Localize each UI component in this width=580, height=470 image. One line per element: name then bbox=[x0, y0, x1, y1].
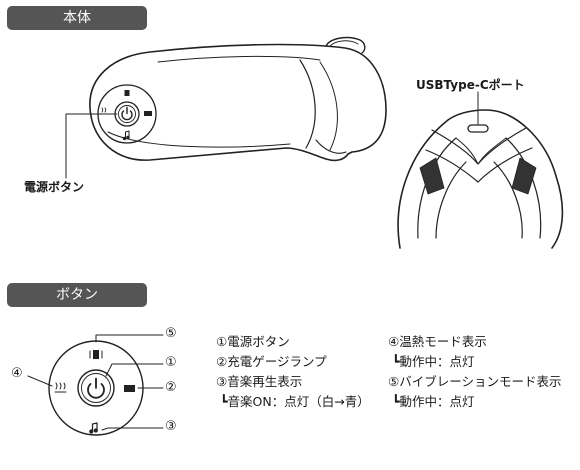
vibration-icon bbox=[124, 90, 130, 96]
section-header-main-body: 本体 bbox=[7, 6, 147, 30]
battery-gauge-icon bbox=[144, 111, 152, 116]
legend-item-power: ①電源ボタン bbox=[216, 334, 290, 349]
callout-3: ③ bbox=[165, 419, 177, 434]
device-front-view bbox=[397, 109, 564, 249]
heat-icon bbox=[54, 382, 67, 393]
callout-5: ⑤ bbox=[165, 326, 177, 341]
legend-item-heat: ④温熱モード表示 bbox=[388, 334, 487, 349]
legend-item-vibration-detail: ┗動作中：点灯 bbox=[392, 394, 475, 409]
device-side-view bbox=[89, 36, 387, 162]
music-note-icon bbox=[122, 130, 130, 141]
music-note-icon bbox=[89, 422, 98, 434]
legend-item-music-detail: ┗音楽ON：点灯（白→青） bbox=[220, 394, 370, 409]
power-button-label: 電源ボタン bbox=[24, 180, 85, 194]
legend-item-vibration: ⑤バイブレーションモード表示 bbox=[388, 374, 562, 389]
battery-gauge-icon bbox=[124, 385, 135, 392]
section-header-buttons: ボタン bbox=[7, 283, 147, 307]
legend-item-charge-gauge: ②充電ゲージランプ bbox=[216, 354, 327, 369]
power-icon bbox=[87, 377, 105, 399]
legend-item-heat-detail: ┗動作中：点灯 bbox=[392, 354, 475, 369]
heat-icon bbox=[100, 107, 107, 115]
legend-item-music: ③音楽再生表示 bbox=[216, 374, 303, 389]
callout-4: ④ bbox=[11, 366, 23, 381]
callout-2: ② bbox=[165, 380, 177, 395]
callout-1: ① bbox=[165, 355, 177, 370]
usb-c-port-icon bbox=[467, 124, 489, 133]
usb-port-label: USBType-Cポート bbox=[416, 78, 525, 92]
vibration-icon bbox=[89, 350, 103, 359]
power-icon bbox=[121, 106, 133, 121]
